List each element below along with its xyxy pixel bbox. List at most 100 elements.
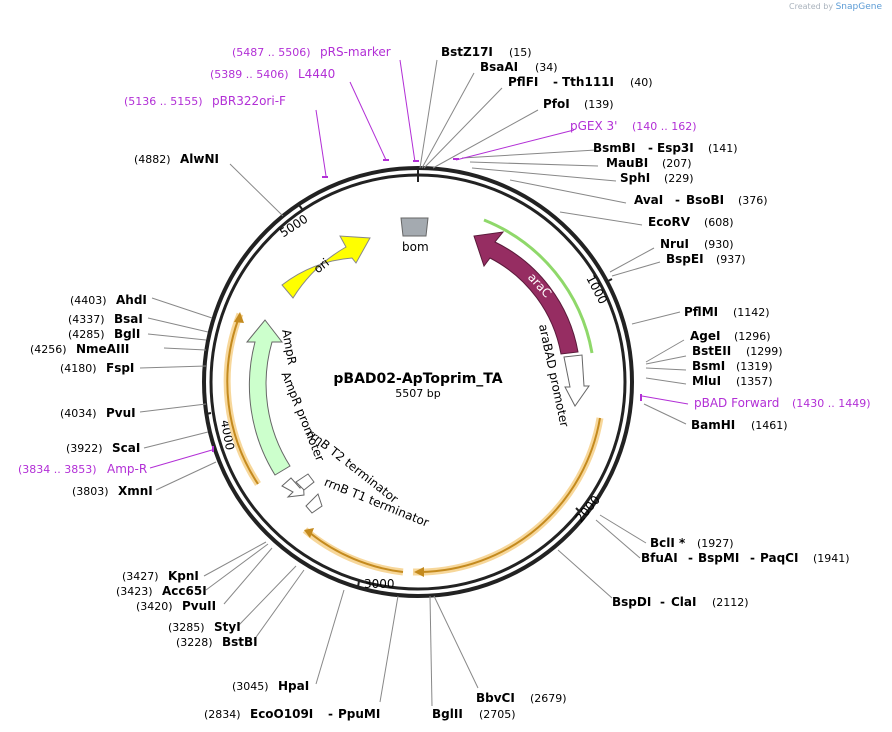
enzyme-bamhi: BamHI (1461) [691, 418, 788, 432]
enzyme-position: (937) [716, 253, 746, 266]
enzyme-name: BsmI [692, 359, 725, 373]
enzyme-name-2: PpuMI [338, 707, 380, 721]
enzyme-position: (4337) [68, 313, 105, 326]
lead-nrui [609, 247, 655, 273]
enzyme-bsai: (4337) BsaI [68, 312, 143, 326]
enzyme-position: (229) [664, 172, 694, 185]
lead-scai [143, 431, 209, 449]
primer-tick-pgex3 [453, 158, 459, 160]
enzyme-position: (2112) [712, 596, 749, 609]
enzyme-name: BsaAI [480, 60, 518, 74]
lead-xmni [155, 461, 217, 491]
enzyme-maubi: MauBI (207) [606, 156, 692, 170]
enzyme-bsmi: BsmI (1319) [692, 359, 773, 373]
enzyme-name: AhdI [116, 293, 147, 307]
lead-maubi [469, 161, 599, 167]
enzyme-separator-2: - [750, 551, 755, 565]
lead-styi [237, 565, 297, 627]
enzyme-name: NmeAIII [76, 342, 129, 356]
primer-name: L4440 [298, 67, 335, 81]
enzyme-agei: AgeI (1296) [690, 329, 771, 343]
lead-pbr322 [315, 109, 327, 177]
lead-alwni [229, 163, 284, 217]
enzyme-name: PvuII [182, 599, 216, 613]
enzyme-pvui: (4034) PvuI [60, 406, 136, 420]
enzyme-position: (141) [708, 142, 738, 155]
primer-range: (5389 .. 5406) [210, 68, 289, 81]
primer-range: (140 .. 162) [632, 120, 697, 133]
enzyme-name: StyI [214, 620, 241, 634]
lead-pfoi [432, 109, 539, 169]
enzyme-name: PvuI [106, 406, 136, 420]
primer-tick-prs [413, 160, 419, 162]
enzyme-name: MluI [692, 374, 721, 388]
enzyme-sphi: SphI (229) [620, 171, 694, 185]
enzyme-position: (930) [704, 238, 734, 251]
lead-avai [509, 179, 627, 204]
enzyme-position: (3427) [122, 570, 159, 583]
enzyme-name: BspEI [666, 252, 704, 266]
lead-l4440 [349, 81, 387, 161]
enzyme-position: (3803) [72, 485, 109, 498]
enzyme-name: BstZ17I [441, 45, 493, 59]
primer-tick-pbr322 [322, 176, 328, 178]
enzyme-name: XmnI [118, 484, 153, 498]
lead-pflmi [631, 311, 681, 325]
enzyme-ahdi: (4403) AhdI [70, 293, 147, 307]
enzyme-position: (4256) [30, 343, 67, 356]
primer-pbad-forward: pBAD Forward (1430 .. 1449) [694, 396, 871, 410]
enzyme-name-2: ClaI [671, 595, 696, 609]
lead-bspdi [557, 549, 613, 599]
plasmid-length: 5507 bp [395, 387, 440, 400]
enzyme-bspei: BspEI (937) [666, 252, 746, 266]
lead-bamhi [643, 403, 687, 425]
enzyme-name: EcoRV [648, 215, 691, 229]
enzyme-position: (15) [509, 46, 532, 59]
rrnb-t1-arrow [305, 493, 323, 514]
enzyme-name: MauBI [606, 156, 648, 170]
enzyme-position: (1299) [746, 345, 783, 358]
enzyme-bcli: BclI * (1927) [650, 536, 734, 550]
lead-bsteii [645, 355, 687, 365]
bom-marker [400, 217, 429, 237]
enzyme-position: (4034) [60, 407, 97, 420]
enzyme-separator: - [553, 75, 558, 89]
lead-hpai [315, 589, 345, 685]
enzyme-position: (1357) [736, 375, 773, 388]
enzyme-pflmi: PflMI (1142) [684, 305, 770, 319]
enzyme-position: (4180) [60, 362, 97, 375]
tick-3000: 3000 [357, 577, 395, 591]
orf-arrow-left [226, 319, 259, 485]
lead-bgli [147, 333, 207, 341]
enzyme-bbvci: BbvCI (2679) [476, 691, 567, 705]
enzyme-bstbi: (3228) BstBI [176, 635, 258, 649]
enzyme-bsmbi: BsmBI - Esp3I (141) [593, 141, 738, 155]
lead-bbvci [433, 595, 479, 689]
enzyme-position: (3285) [168, 621, 205, 634]
lead-ecoo109i [379, 595, 399, 703]
ampr-gene-label: AmpR [279, 328, 299, 366]
lead-pvui [139, 403, 207, 413]
lead-nmeaiii [163, 347, 207, 351]
primer-range: (5136 .. 5155) [124, 95, 203, 108]
enzyme-position: (1142) [733, 306, 770, 319]
orf-arrowhead-right [414, 567, 424, 577]
enzyme-name: KpnI [168, 569, 199, 583]
enzyme-position: (139) [584, 98, 614, 111]
primer-name: pBAD Forward [694, 396, 779, 410]
arac-arrow [473, 231, 579, 355]
lead-pgex3 [455, 129, 575, 161]
primer-pgex3: pGEX 3' (140 .. 162) [570, 119, 697, 133]
enzyme-name: AgeI [690, 329, 720, 343]
backbone-outer [202, 166, 634, 598]
enzyme-bstz17i: BstZ17I (15) [441, 45, 532, 59]
lead-bstbi [253, 569, 305, 641]
enzyme-name: BamHI [691, 418, 735, 432]
orf-arrow-bottom [309, 532, 404, 573]
enzyme-name-3: PaqCI [760, 551, 798, 565]
enzyme-name: BsaI [114, 312, 143, 326]
enzyme-kpni: (3427) KpnI [122, 569, 199, 583]
tick-5000: 5000 [277, 204, 310, 240]
enzyme-mlui: MluI (1357) [692, 374, 773, 388]
enzyme-position: (40) [630, 76, 653, 89]
